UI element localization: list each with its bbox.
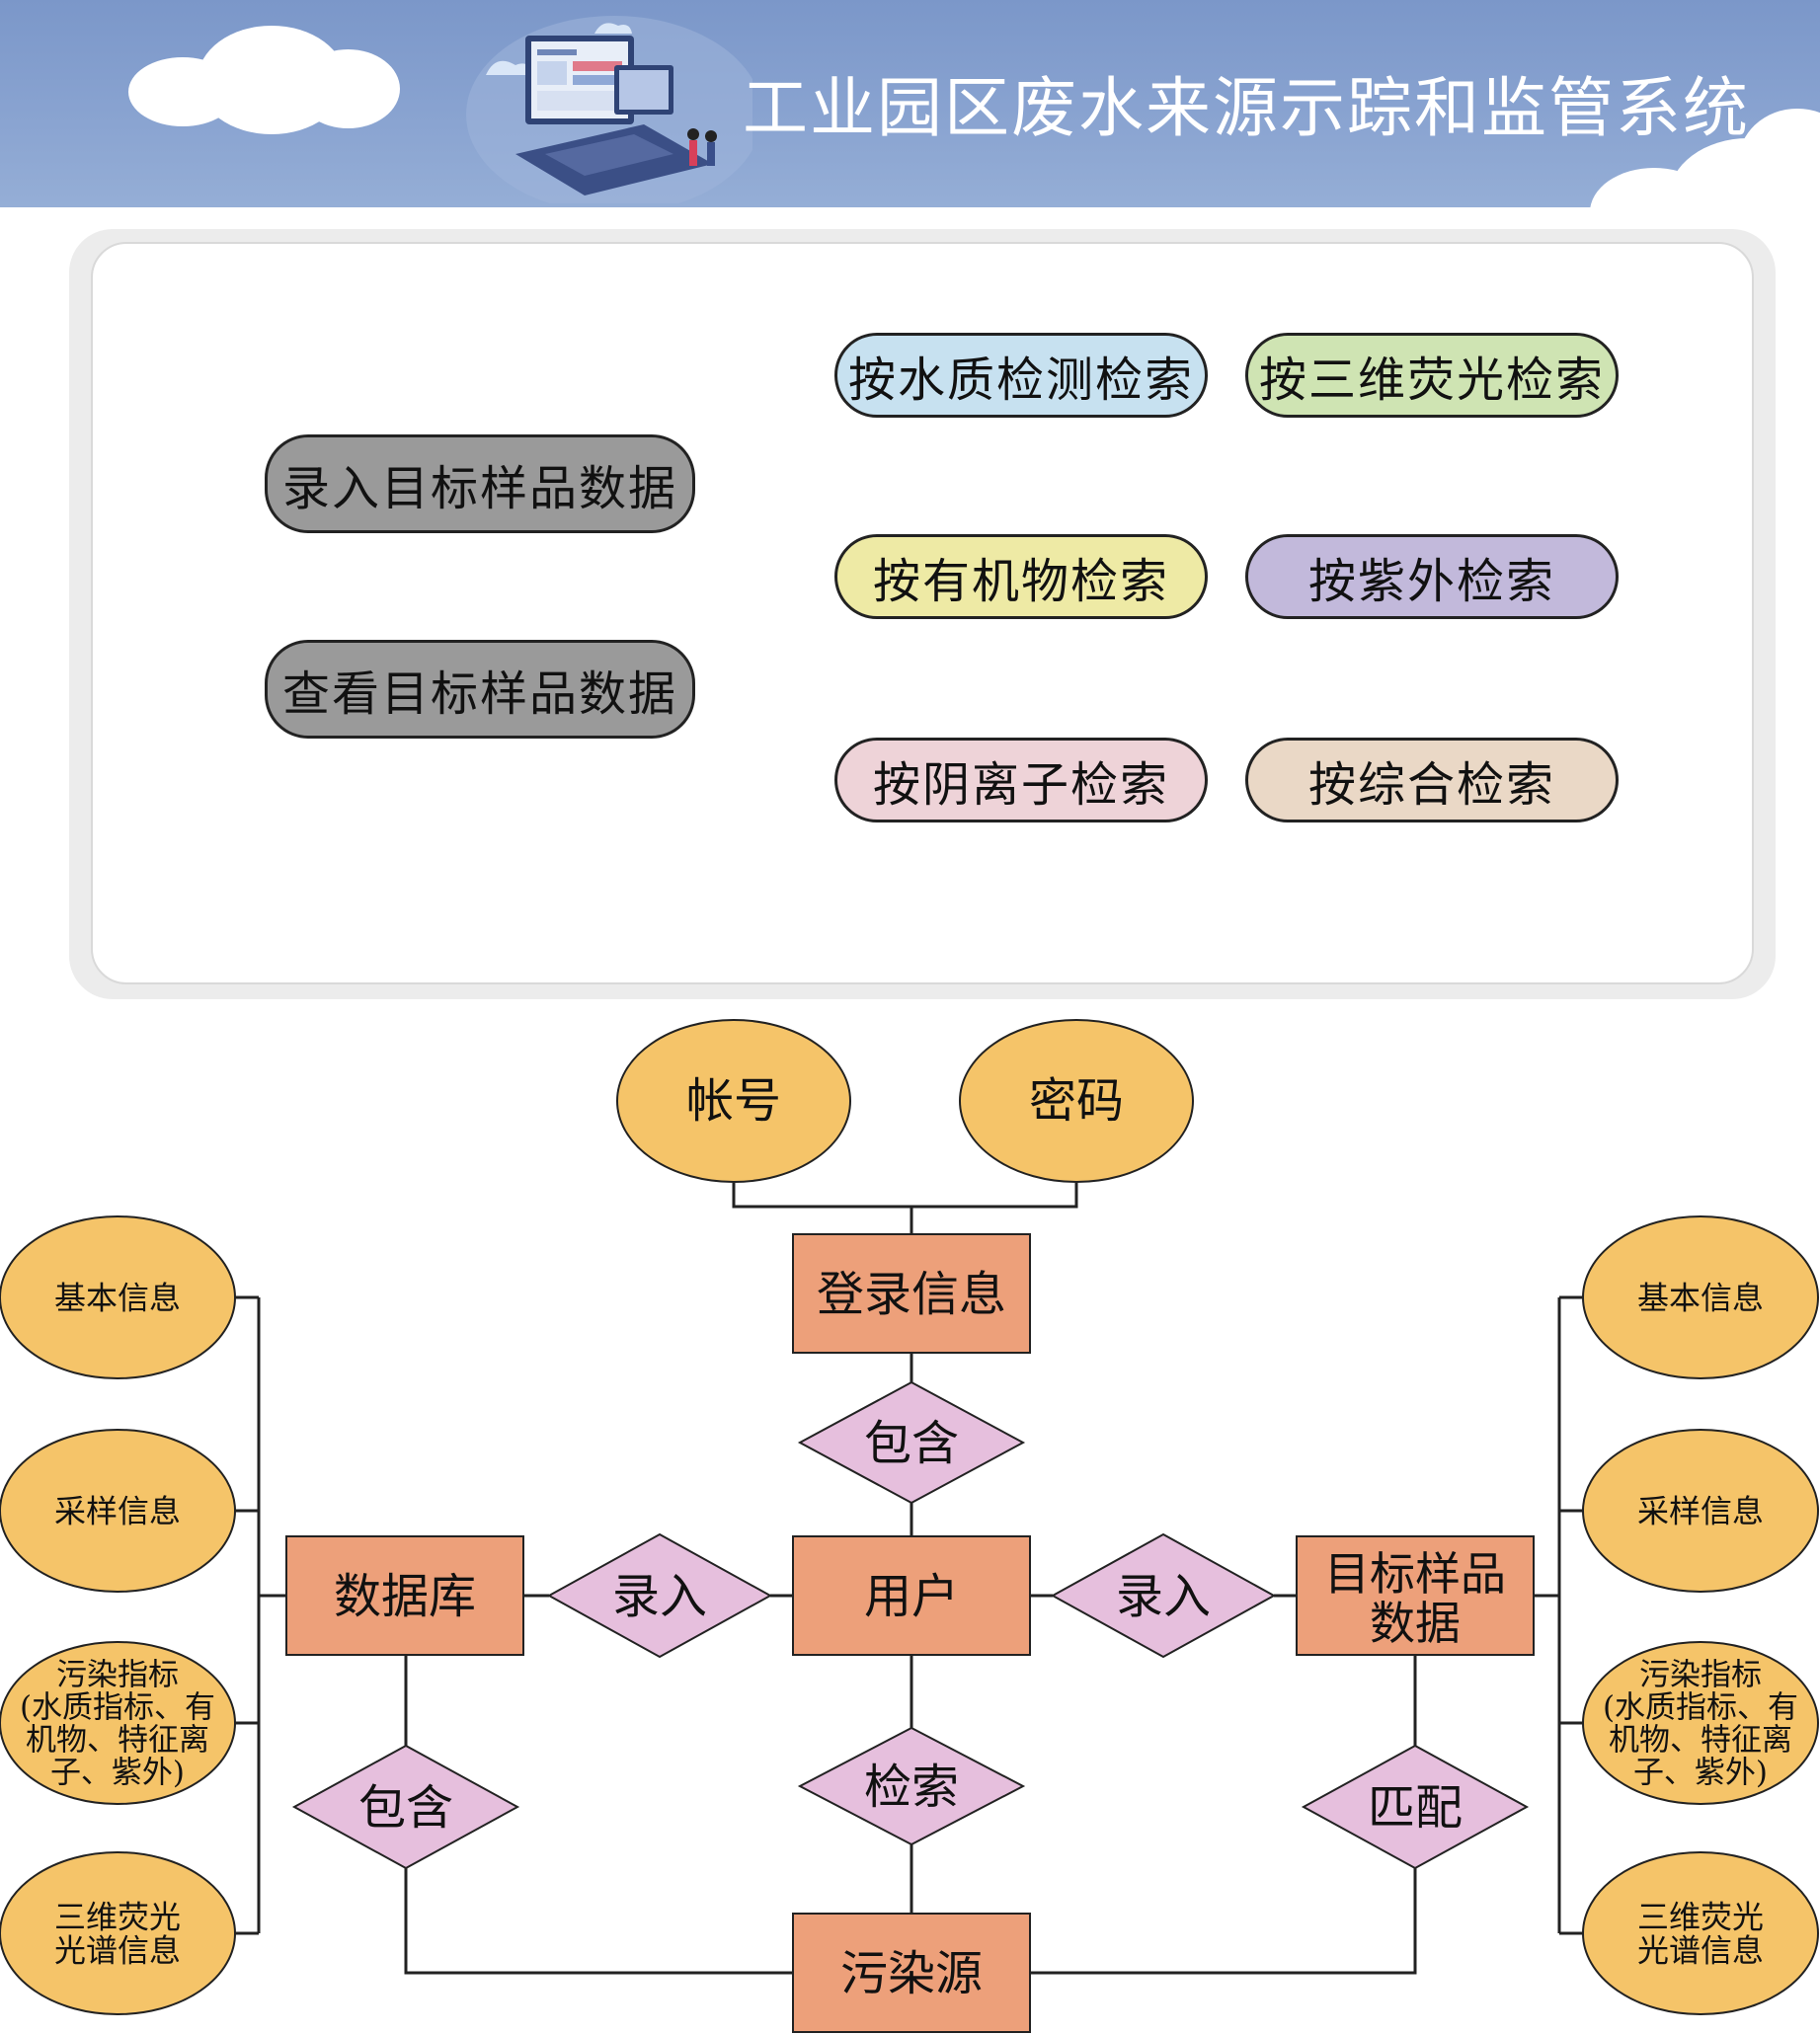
left-attribute-4-line-1: 三维荧光	[54, 1899, 181, 1936]
entity-user	[792, 1535, 1031, 1656]
left-attribute-3-line-2: (水质指标、有	[20, 1690, 215, 1726]
right-attribute-3-line-2: (水质指标、有	[1603, 1690, 1798, 1726]
search-uv-button[interactable]: 按紫外检索	[1245, 534, 1619, 619]
relation-input-right-label: 录入	[1116, 1569, 1211, 1624]
connector-password-login	[911, 1183, 1078, 1209]
relation-match	[1301, 1744, 1530, 1870]
view-target-sample-button[interactable]: 查看目标样品数据	[265, 640, 695, 739]
right-attribute-2-line-1: 采样信息	[1637, 1493, 1764, 1530]
right-attribute-4-line-1: 三维荧光	[1637, 1899, 1764, 1936]
entity-user-label: 用户	[864, 1569, 959, 1624]
attribute-password-label: 密码	[1029, 1073, 1124, 1129]
left-attribute-1-line-1: 基本信息	[54, 1280, 181, 1317]
relation-search-label: 检索	[864, 1760, 959, 1815]
right-attribute-3-line-1: 污染指标	[1639, 1658, 1762, 1693]
entity-target-sample-label-2: 数据	[1370, 1597, 1461, 1650]
right-attribute-3-line-4: 子、紫外)	[1633, 1756, 1768, 1791]
left-attribute-3-line-3: 机物、特征离	[26, 1723, 209, 1759]
right-attribute-4	[1582, 1851, 1819, 2015]
input-target-sample-button[interactable]: 录入目标样品数据	[265, 434, 695, 533]
entity-login-info-label: 登录信息	[817, 1267, 1006, 1322]
right-attribute-4-line-2: 光谱信息	[1637, 1932, 1764, 1970]
header-banner: 工业园区废水来源示踪和监管系统	[0, 0, 1820, 207]
left-attribute-1	[0, 1215, 236, 1379]
right-attribute-3	[1582, 1641, 1819, 1805]
connector-contain-source	[404, 1868, 793, 1975]
attribute-account-label: 帐号	[686, 1073, 781, 1129]
search-comprehensive-button[interactable]: 按综合检索	[1245, 738, 1619, 822]
entity-database-label: 数据库	[334, 1569, 476, 1624]
page-title: 工业园区废水来源示踪和监管系统	[743, 70, 1750, 146]
left-attribute-2-line-1: 采样信息	[54, 1493, 181, 1530]
relation-input-left-label: 录入	[612, 1569, 707, 1624]
attribute-password	[959, 1019, 1194, 1183]
search-anion-button[interactable]: 按阴离子检索	[834, 738, 1208, 822]
relation-contain-left	[291, 1744, 520, 1870]
relation-contain-left-label: 包含	[358, 1780, 453, 1836]
right-attribute-3-line-3: 机物、特征离	[1609, 1723, 1792, 1759]
entity-pollution-source	[792, 1913, 1031, 2033]
right-attribute-1-line-1: 基本信息	[1637, 1280, 1764, 1317]
search-3d-fluorescence-button[interactable]: 按三维荧光检索	[1245, 333, 1619, 418]
relation-contain-top-label: 包含	[864, 1416, 959, 1471]
relation-input-right	[1050, 1532, 1277, 1659]
relation-contain-top	[797, 1380, 1026, 1505]
left-attribute-2	[0, 1429, 236, 1593]
entity-database	[285, 1535, 524, 1656]
cloud-left-c	[296, 49, 400, 128]
left-attribute-3-line-1: 污染指标	[56, 1658, 179, 1693]
relation-match-label: 匹配	[1368, 1780, 1463, 1836]
search-water-quality-button[interactable]: 按水质检测检索	[834, 333, 1208, 418]
left-attribute-4	[0, 1851, 236, 2015]
connector-match-source	[1030, 1868, 1417, 1975]
search-organic-button[interactable]: 按有机物检索	[834, 534, 1208, 619]
entity-target-sample-label-1: 目标样品	[1324, 1547, 1506, 1601]
entity-pollution-source-label: 污染源	[840, 1946, 983, 2001]
right-attribute-1	[1582, 1215, 1819, 1379]
attribute-account	[616, 1019, 851, 1183]
entity-target-sample	[1296, 1535, 1535, 1656]
relation-input-left	[546, 1532, 773, 1659]
left-attribute-3	[0, 1641, 236, 1805]
right-attribute-2	[1582, 1429, 1819, 1593]
monitoring-dashboard-illustration	[466, 16, 752, 203]
connector-lines	[235, 1183, 1583, 1975]
entity-login-info	[792, 1233, 1031, 1354]
relation-search	[797, 1726, 1026, 1846]
left-attribute-3-line-4: 子、紫外)	[50, 1756, 185, 1791]
left-attribute-4-line-2: 光谱信息	[54, 1932, 181, 1970]
connector-account-login	[732, 1183, 913, 1234]
